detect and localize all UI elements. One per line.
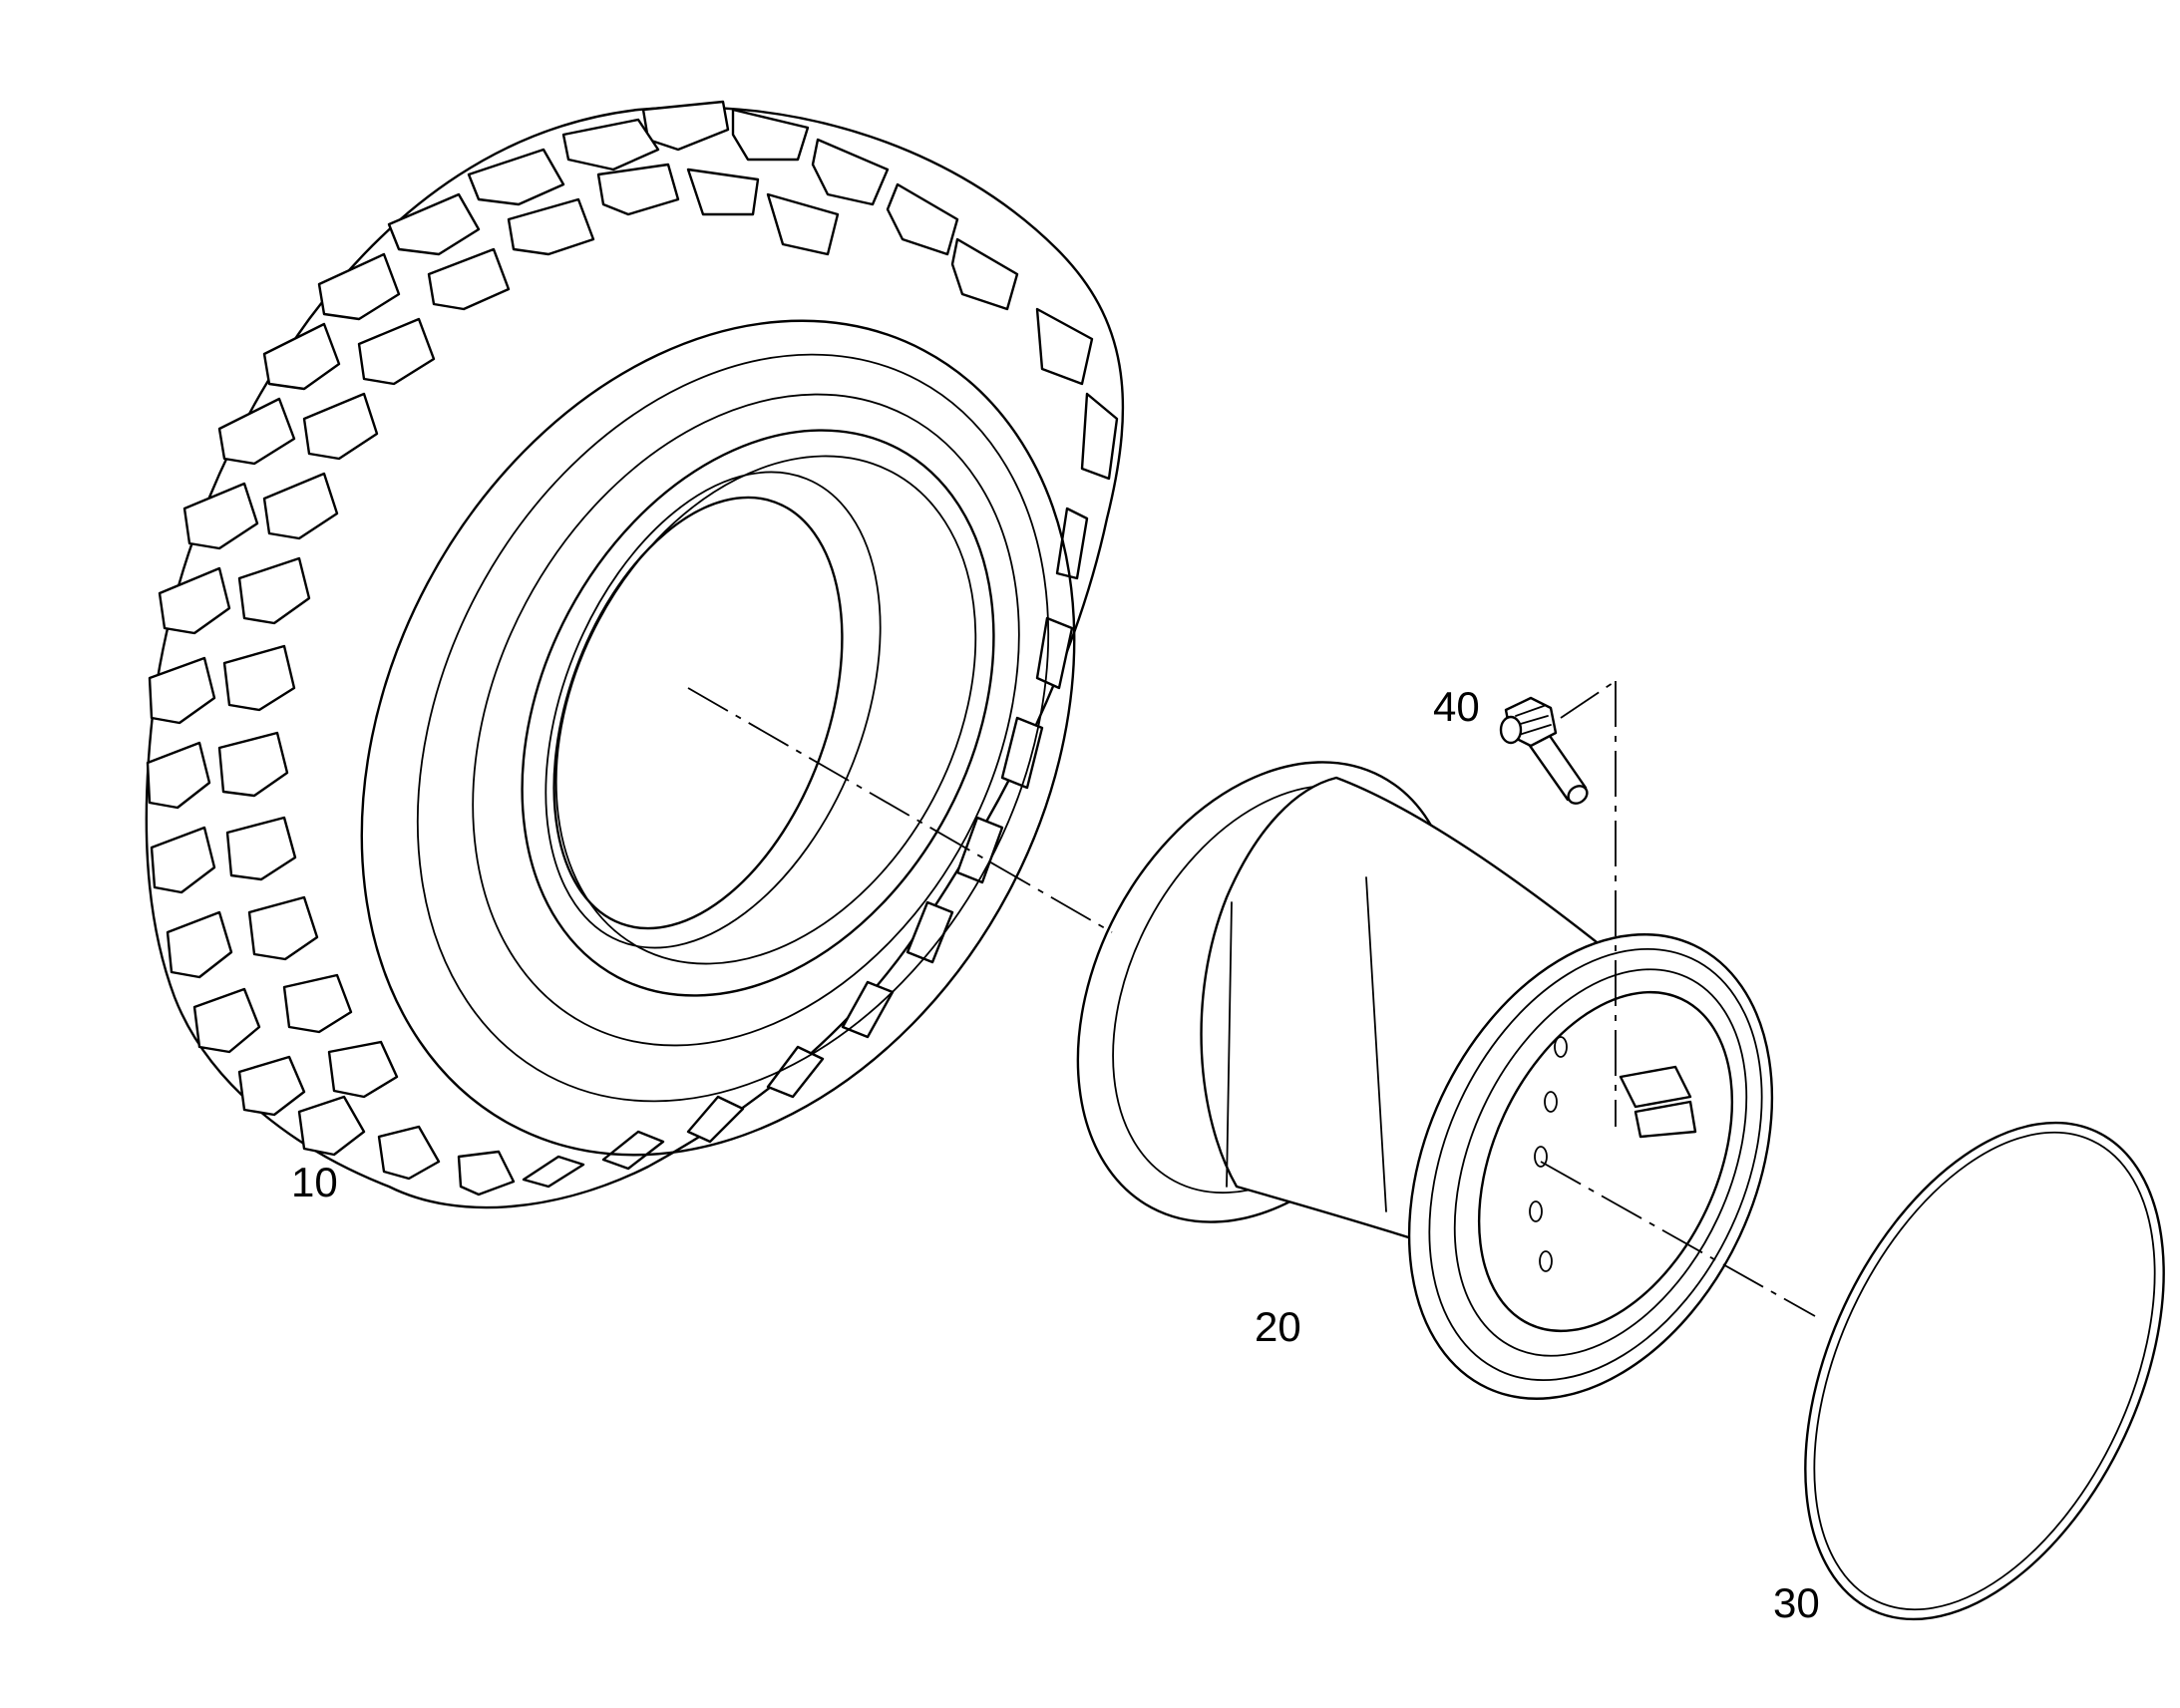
o-ring[interactable] (1733, 1066, 2180, 1675)
tire[interactable] (145, 100, 1215, 1279)
rim-valve-notch-lower (1634, 1100, 1697, 1139)
rim-front-flange (1407, 933, 1774, 1400)
o-ring-outer (1804, 1121, 2165, 1621)
valve-guide-line (1560, 680, 1617, 719)
callout-valve-label: 40 (1433, 683, 1480, 730)
tire-bead-ring (554, 455, 977, 965)
callout-rim-label: 20 (1255, 1303, 1301, 1350)
o-ring-inner (1813, 1131, 2156, 1611)
tire-sidewall-ring-2 (472, 393, 1020, 1047)
axis-line-rim-to-ring (1540, 1161, 1816, 1317)
valve-tip (1567, 785, 1589, 805)
valve-cap (1499, 715, 1523, 745)
tire-bead-outer (521, 429, 995, 997)
callout-o-ring-label: 30 (1773, 1579, 1820, 1626)
rim-bolt-holes (1529, 1036, 1568, 1272)
wheel-rim[interactable] (1002, 697, 1843, 1458)
rim-front-flange-ring-2 (1453, 968, 1748, 1357)
tread-lugs (146, 100, 1119, 1196)
tire-sidewall-ring-1 (416, 353, 1050, 1103)
assembly-centerlines (687, 680, 1816, 1317)
rim-valve-notch (1619, 1065, 1692, 1109)
rim-barrel-seam (1226, 901, 1233, 1188)
axis-line-tire-to-rim (687, 687, 1113, 933)
callout-tire-label: 10 (291, 1159, 338, 1205)
tire-inner-lip (545, 471, 882, 949)
valve-stem[interactable] (1499, 696, 1591, 807)
tire-outer-silhouette (145, 106, 1125, 1209)
rim-front-flange-ring-1 (1428, 947, 1763, 1382)
rim-barrel-seam-2 (1365, 876, 1387, 1212)
tire-sidewall-outer (360, 319, 1076, 1157)
tire-inner-opening (552, 496, 844, 930)
rim-center-disc (1477, 990, 1734, 1333)
